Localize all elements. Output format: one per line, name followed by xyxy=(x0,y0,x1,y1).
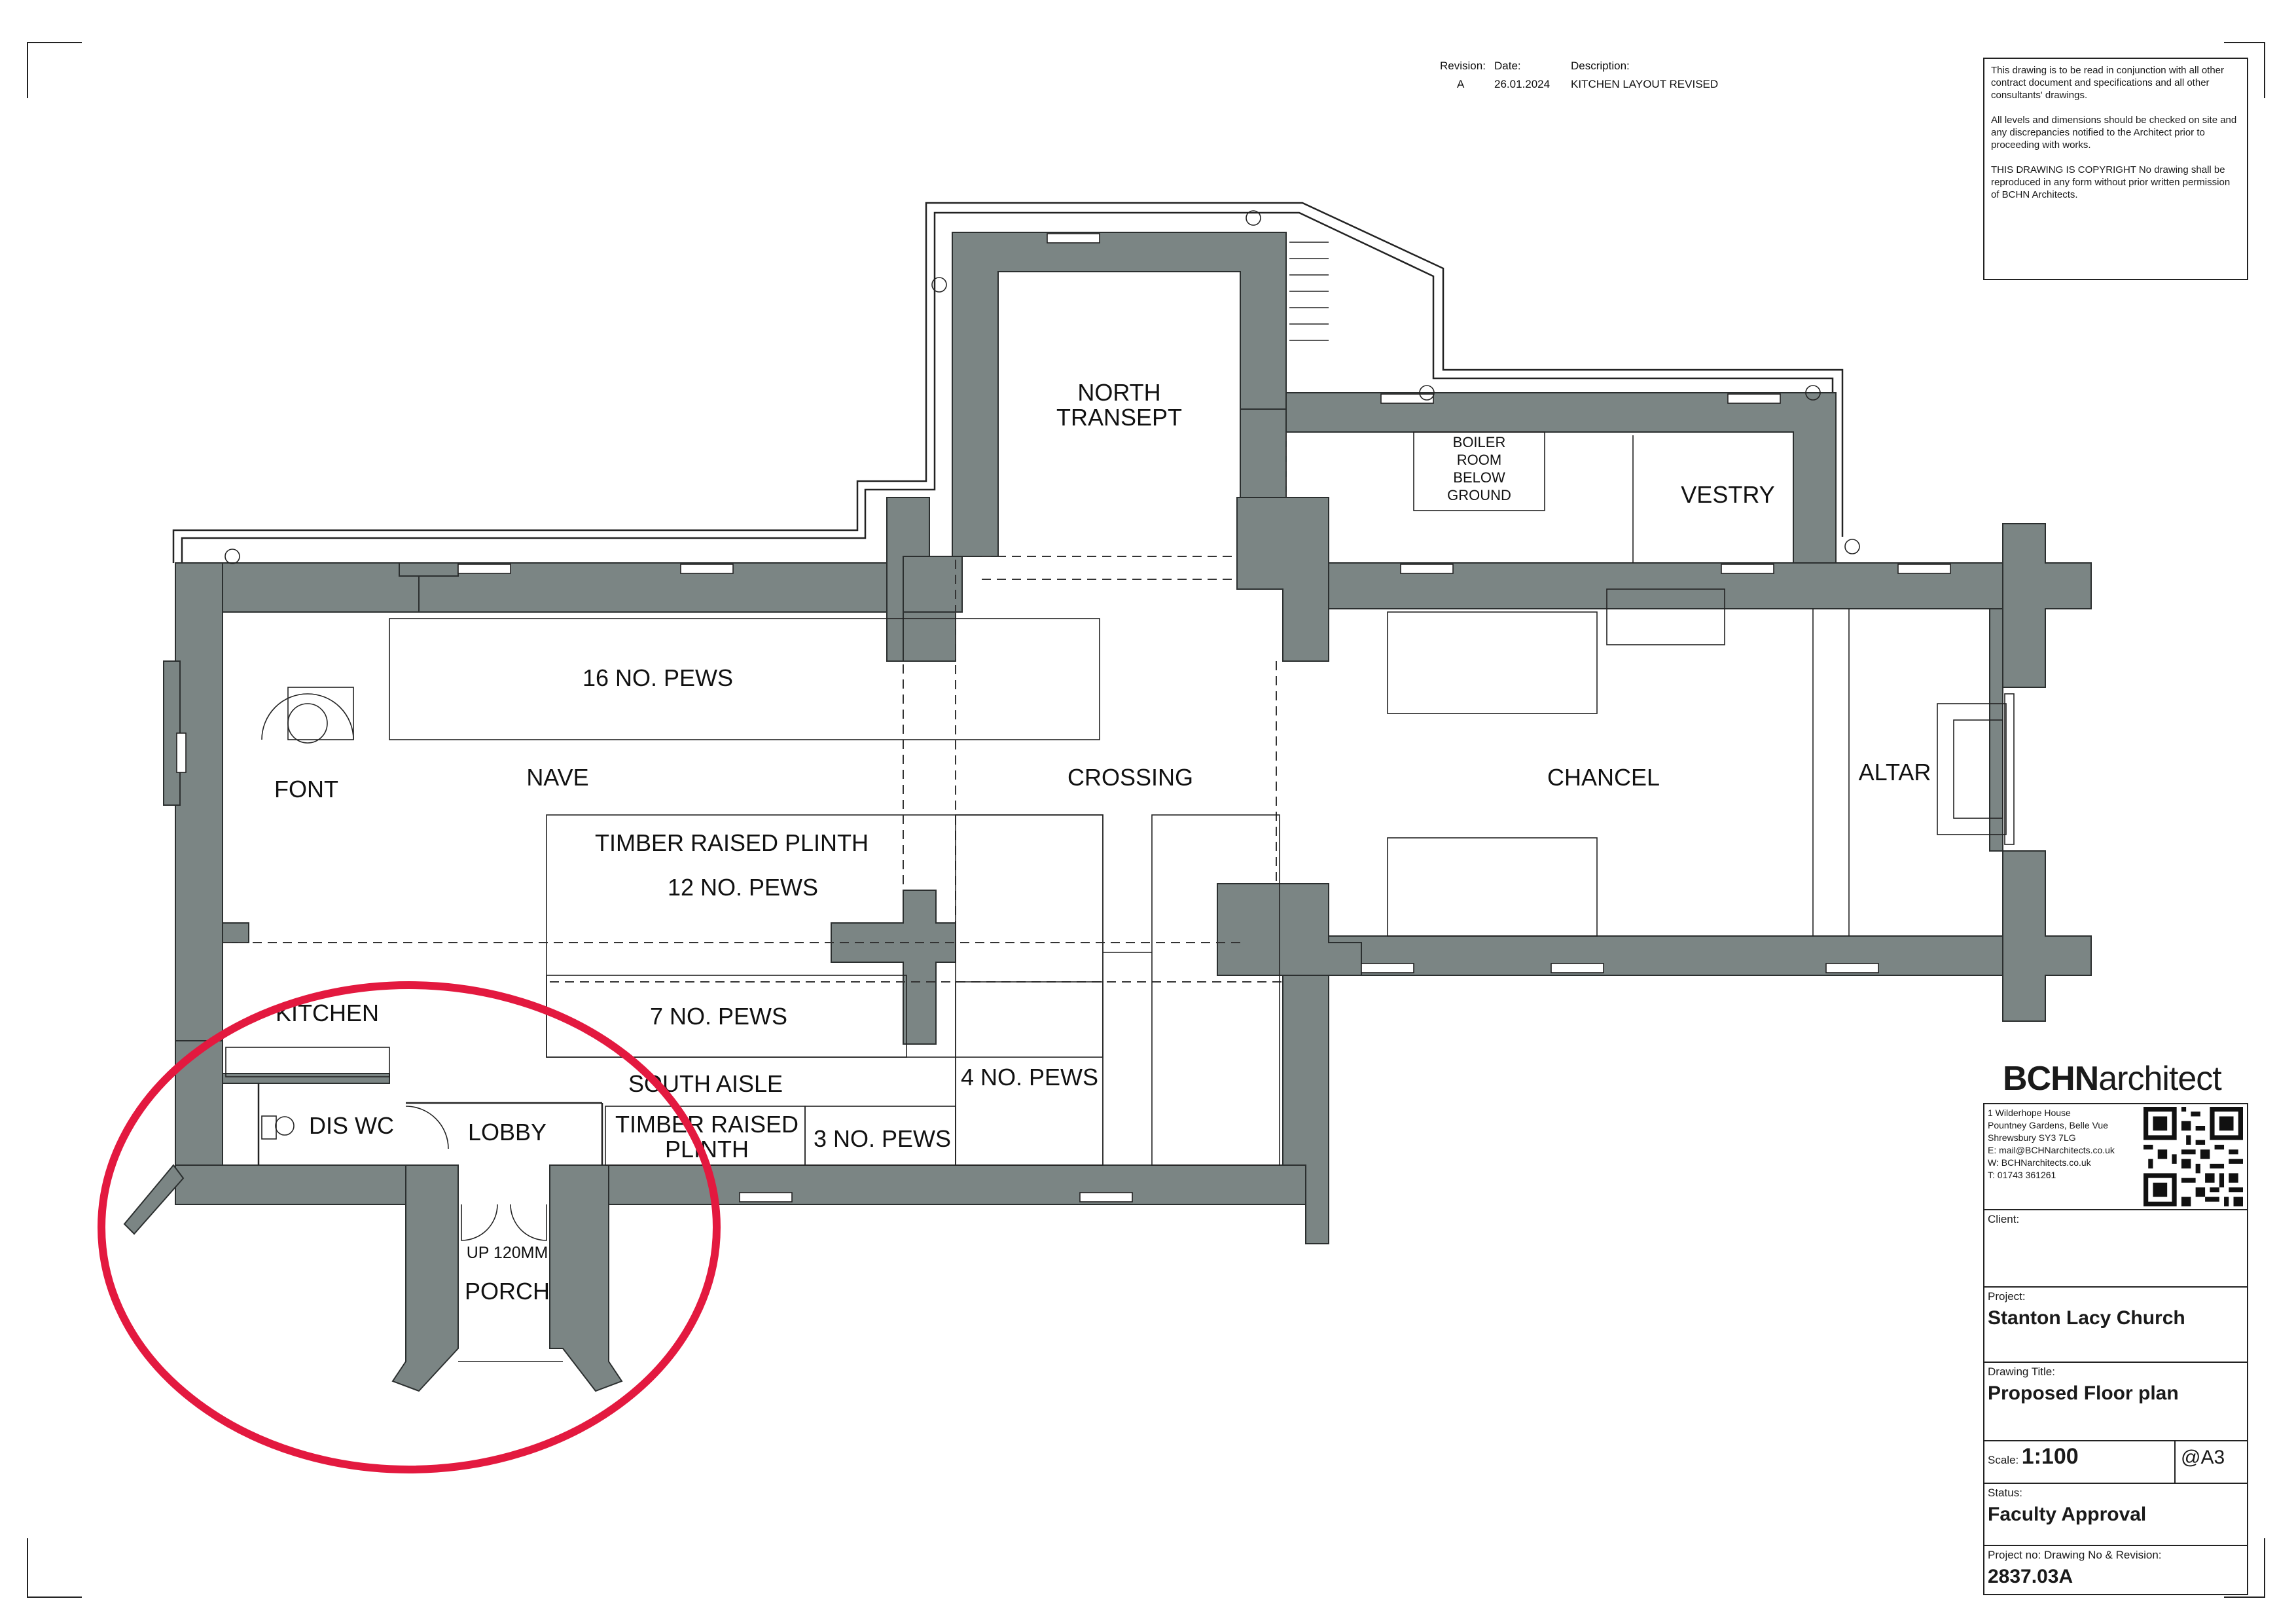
drawing-no-row: Project no: Drawing No & Revision: 2837.… xyxy=(1984,1546,2247,1594)
scale-value: 1:100 xyxy=(2021,1444,2079,1469)
north-transept-wall xyxy=(952,232,1287,557)
scale-divider xyxy=(2174,1441,2176,1483)
project-value: Stanton Lacy Church xyxy=(1988,1307,2185,1329)
svg-text:KITCHEN LAYOUT REVISED: KITCHEN LAYOUT REVISED xyxy=(1571,78,1718,90)
notes-box: This drawing is to be read in conjunctio… xyxy=(1983,58,2248,280)
note-2: All levels and dimensions should be chec… xyxy=(1991,115,2237,151)
drawing-no-label: Drawing No & Revision: xyxy=(2044,1549,2162,1561)
label-vestry: VESTRY xyxy=(1681,481,1774,508)
revision-table: Revision: Date: Description: A 26.01.202… xyxy=(1440,60,1718,90)
logo-bold: BCHN xyxy=(2003,1060,2099,1098)
svg-text:Date:: Date: xyxy=(1494,60,1521,72)
drawing-title-value: Proposed Floor plan xyxy=(1988,1382,2179,1404)
label-boiler-1: BOILER xyxy=(1453,434,1506,450)
label-16-pews: 16 NO. PEWS xyxy=(583,664,733,691)
address-line: E: mail@BCHNarchitects.co.uk xyxy=(1988,1145,2115,1155)
address-line: 1 Wilderhope House xyxy=(1988,1108,2071,1118)
crop-marks xyxy=(27,42,2265,1598)
svg-text:Revision:: Revision: xyxy=(1440,60,1486,72)
label-4-pews: 4 NO. PEWS xyxy=(961,1064,1098,1091)
fixtures xyxy=(223,210,2007,1362)
address-line: T: 01743 361261 xyxy=(1988,1170,2056,1180)
label-boiler-3: BELOW xyxy=(1453,469,1505,486)
qr-code-icon xyxy=(2144,1107,2243,1206)
drawing-no-labels: Project no: Drawing No & Revision: xyxy=(1988,1549,2244,1562)
paper-size: @A3 xyxy=(2181,1447,2225,1468)
svg-text:Description:: Description: xyxy=(1571,60,1630,72)
drawing-title-label: Drawing Title: xyxy=(1988,1365,2055,1378)
label-north-transept-1: NORTH xyxy=(1077,379,1160,406)
label-12-pews: 12 NO. PEWS xyxy=(668,874,818,901)
label-3-pews: 3 NO. PEWS xyxy=(814,1125,951,1152)
label-timber-plinth-2-1: TIMBER RAISED xyxy=(615,1111,798,1138)
vestry-wall xyxy=(1285,392,1837,564)
scale-label: Scale: xyxy=(1988,1454,2019,1466)
address-row: 1 Wilderhope House Pountney Gardens, Bel… xyxy=(1984,1104,2247,1210)
svg-text:A: A xyxy=(1457,78,1465,90)
scale-row: Scale: 1:100 @A3 xyxy=(1984,1441,2247,1484)
label-north-transept-2: TRANSEPT xyxy=(1056,404,1182,431)
address-line: W: BCHNarchitects.co.uk xyxy=(1988,1157,2091,1168)
title-block: 1 Wilderhope House Pountney Gardens, Bel… xyxy=(1983,1103,2248,1595)
label-timber-plinth: TIMBER RAISED PLINTH xyxy=(595,829,869,856)
project-label: Project: xyxy=(1988,1290,2026,1303)
status-row: Status: Faculty Approval xyxy=(1984,1484,2247,1546)
svg-text:26.01.2024: 26.01.2024 xyxy=(1494,78,1550,90)
porch-west-wall xyxy=(391,1164,459,1392)
label-boiler-2: ROOM xyxy=(1457,452,1501,468)
logo-light: architect xyxy=(2098,1060,2222,1098)
label-altar: ALTAR xyxy=(1859,759,1931,785)
note-3: THIS DRAWING IS COPYRIGHT No drawing sha… xyxy=(1991,164,2231,200)
label-crossing: CROSSING xyxy=(1067,764,1193,791)
project-row: Project: Stanton Lacy Church xyxy=(1984,1288,2247,1363)
client-label: Client: xyxy=(1988,1213,2020,1225)
label-lobby: LOBBY xyxy=(468,1119,547,1146)
label-up-120mm: UP 120MM xyxy=(467,1244,548,1262)
highlight-ellipse xyxy=(98,981,721,1473)
label-font: FONT xyxy=(274,776,338,803)
address-line: Pountney Gardens, Belle Vue xyxy=(1988,1120,2108,1130)
windows xyxy=(176,233,2015,1202)
drawing-title-row: Drawing Title: Proposed Floor plan xyxy=(1984,1363,2247,1441)
label-chancel: CHANCEL xyxy=(1547,764,1660,791)
client-row: Client: xyxy=(1984,1210,2247,1288)
label-boiler-4: GROUND xyxy=(1447,487,1511,503)
address: 1 Wilderhope House Pountney Gardens, Bel… xyxy=(1988,1107,2244,1182)
status-value: Faculty Approval xyxy=(1988,1504,2147,1525)
note-1: This drawing is to be read in conjunctio… xyxy=(1991,65,2225,101)
walls xyxy=(123,232,2092,1392)
status-label: Status: xyxy=(1988,1487,2022,1499)
label-7-pews: 7 NO. PEWS xyxy=(650,1003,787,1030)
logo: BCHNarchitect xyxy=(2003,1059,2251,1098)
drawing-no-value: 2837.03A xyxy=(1988,1566,2073,1587)
label-porch: PORCH xyxy=(465,1278,550,1305)
project-no-label: Project no: xyxy=(1988,1549,2041,1561)
label-dis-wc: DIS WC xyxy=(309,1112,394,1139)
room-labels: NORTH TRANSEPT BOILER ROOM BELOW GROUND … xyxy=(274,379,1931,1305)
label-nave: NAVE xyxy=(526,764,588,791)
address-line: Shrewsbury SY3 7LG xyxy=(1988,1132,2076,1143)
